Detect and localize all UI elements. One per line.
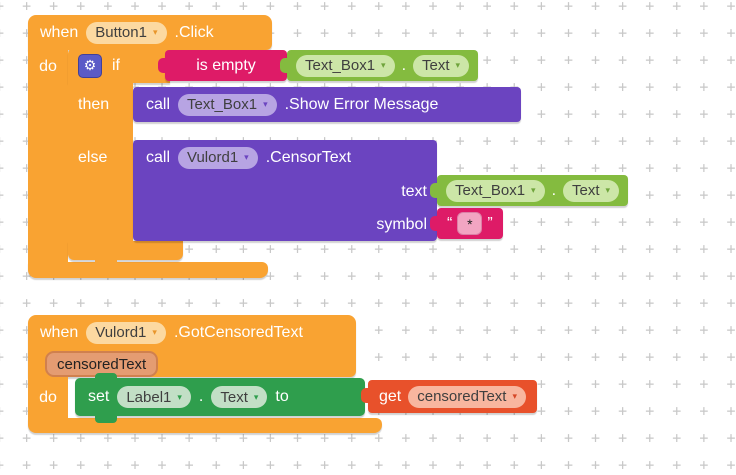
set-block-bottom-notch [95, 416, 117, 423]
if-block-bottom-notch [95, 259, 117, 267]
if-block-left-column[interactable] [68, 83, 133, 243]
call-keyword: call [146, 148, 171, 166]
setter-dot: . [198, 388, 204, 405]
is-empty-block[interactable]: is empty [158, 50, 287, 81]
set-block-top-notch [95, 373, 117, 380]
param-label-symbol: symbol [376, 216, 427, 233]
property-dropdown-text[interactable]: Text ▾ [211, 386, 268, 408]
open-quote: “ [447, 214, 453, 232]
component-dropdown-textbox1[interactable]: Text_Box1 ▾ [178, 93, 277, 116]
event-name: .Click [174, 23, 214, 41]
if-block-bottom-bar[interactable] [68, 241, 183, 260]
dropdown-arrow-icon: ▾ [605, 185, 611, 195]
param-label-text: text [401, 183, 427, 200]
dropdown-arrow-icon: ▾ [152, 327, 157, 337]
to-keyword: to [275, 388, 289, 405]
call-keyword: call [146, 95, 171, 113]
get-keyword: get [379, 387, 402, 405]
event-block-left-column[interactable] [28, 48, 68, 264]
dropdown-arrow-icon: ▾ [244, 152, 249, 162]
if-block-header[interactable]: ⚙ if [68, 48, 170, 83]
component-dropdown-vulord1[interactable]: Vulord1 ▾ [178, 146, 258, 169]
dropdown-arrow-icon: ▾ [177, 391, 182, 402]
property-dropdown-text[interactable]: Text ▾ [563, 179, 620, 202]
dropdown-arrow-icon: ▾ [512, 391, 517, 401]
if-keyword: if [112, 56, 120, 74]
event-block-button-click[interactable]: when Button1 ▾ .Click [28, 15, 272, 50]
do-label: do [39, 57, 57, 75]
then-label: then [78, 95, 110, 113]
dropdown-arrow-icon: ▾ [263, 99, 268, 109]
else-label: else [78, 148, 108, 166]
event-block-bottom-bar[interactable] [28, 262, 268, 278]
call-show-error-block[interactable]: call Text_Box1 ▾ .Show Error Message [133, 87, 521, 122]
dropdown-arrow-icon: ▾ [381, 60, 386, 70]
method-name: .Show Error Message [284, 95, 439, 113]
getter-textbox-text[interactable]: Text_Box1 ▾ . Text ▾ [429, 175, 629, 206]
getter-textbox-text[interactable]: Text_Box1 ▾ . Text ▾ [279, 50, 479, 81]
event-block-got-censored-text[interactable]: when Vulord1 ▾ .GotCensoredText censored… [28, 315, 356, 377]
string-value-field[interactable]: * [457, 212, 483, 235]
getter-dot: . [401, 56, 407, 74]
variable-dropdown-censored-text[interactable]: censoredText ▾ [408, 385, 526, 408]
string-block-symbol[interactable]: “ * ” [430, 208, 503, 239]
component-dropdown-textbox1[interactable]: Text_Box1 ▾ [296, 54, 395, 77]
event-block-bottom-bar[interactable] [28, 418, 382, 433]
set-label-text-block[interactable]: set Label1 ▾ . Text ▾ to [75, 378, 365, 416]
component-dropdown-vulord1[interactable]: Vulord1 ▾ [86, 321, 166, 344]
set-keyword: set [88, 388, 110, 405]
event-name: .GotCensoredText [173, 323, 303, 341]
when-keyword: when [40, 323, 79, 341]
mutator-gear-icon[interactable]: ⚙ [78, 53, 102, 78]
call-censor-text-block[interactable]: call Vulord1 ▾ .CensorText text symbol [133, 140, 437, 241]
component-dropdown-textbox1[interactable]: Text_Box1 ▾ [446, 179, 545, 202]
dropdown-arrow-icon: ▾ [455, 60, 461, 70]
get-variable-block[interactable]: get censoredText ▾ [361, 380, 537, 413]
dropdown-arrow-icon: ▾ [253, 391, 259, 402]
dropdown-arrow-icon: ▾ [152, 27, 158, 37]
property-dropdown-text[interactable]: Text ▾ [413, 54, 470, 77]
method-name: .CensorText [265, 148, 352, 166]
component-dropdown-button1[interactable]: Button1 ▾ [86, 21, 167, 44]
component-dropdown-label1[interactable]: Label1 ▾ [117, 386, 191, 408]
do-label: do [39, 388, 57, 406]
event-block-left-column[interactable] [28, 377, 68, 418]
when-keyword: when [40, 23, 79, 41]
getter-dot: . [551, 181, 557, 199]
dropdown-arrow-icon: ▾ [531, 185, 536, 195]
close-quote: ” [487, 214, 493, 232]
